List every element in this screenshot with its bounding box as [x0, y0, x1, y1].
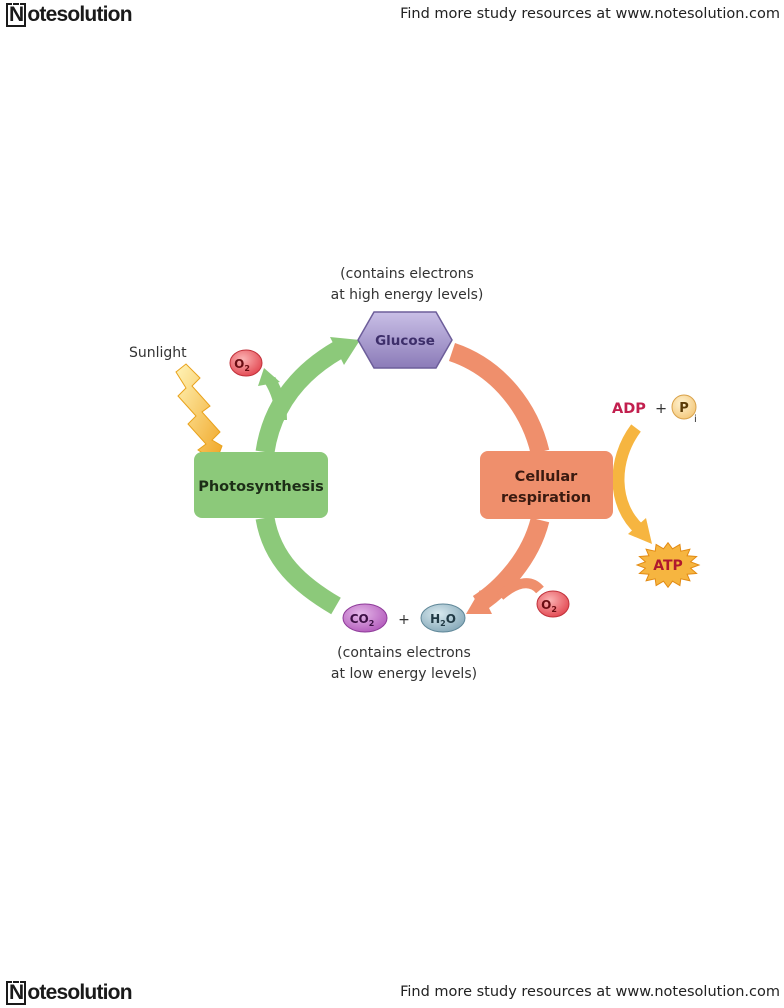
- atp-label: ATP: [653, 558, 683, 574]
- o2-bottom-o: O: [541, 598, 551, 612]
- h2o-h: H: [430, 612, 440, 626]
- low-energy-note-line1: (contains electrons: [337, 645, 471, 661]
- cellular-respiration-box: Cellular respiration: [480, 451, 613, 519]
- logo-text-footer: otesolution: [27, 981, 131, 1004]
- h2o-o: O: [446, 612, 456, 626]
- glucose-note-line1: (contains electrons: [340, 266, 474, 282]
- low-energy-note-line2: at low energy levels): [331, 666, 477, 682]
- o2-bottom-sub: 2: [551, 605, 557, 614]
- respiration-label: respiration: [501, 490, 591, 506]
- oxygen-molecule-top: O2: [230, 350, 262, 376]
- glucose-molecule: Glucose: [358, 312, 452, 368]
- adp-label: ADP: [612, 401, 646, 417]
- glucose-note-line2: at high energy levels): [331, 287, 484, 303]
- co2-sub: 2: [369, 619, 375, 628]
- phosphate-molecule: P i: [672, 395, 697, 425]
- phosphate-p: P: [679, 401, 689, 416]
- o2-top-o: O: [234, 357, 244, 371]
- atp-burst: ATP: [637, 543, 699, 588]
- oxygen-molecule-bottom: O2: [537, 591, 569, 617]
- co2-h2o-plus: +: [398, 612, 410, 628]
- co2-c: CO: [350, 612, 369, 626]
- photosynthesis-label: Photosynthesis: [198, 479, 324, 495]
- adp-plus: +: [655, 401, 667, 417]
- water-molecule: H2O: [421, 604, 465, 632]
- cellular-label: Cellular: [515, 469, 578, 485]
- o2-top-sub: 2: [244, 364, 250, 373]
- carbon-dioxide-molecule: CO2: [343, 604, 387, 632]
- glucose-label: Glucose: [375, 333, 435, 349]
- study-resources-link-footer[interactable]: Find more study resources at www.notesol…: [400, 984, 780, 1000]
- photosynthesis-box: Photosynthesis: [194, 452, 328, 518]
- sunlight-ray-icon: [176, 364, 222, 462]
- sunlight-label: Sunlight: [129, 345, 187, 361]
- atp-production-arrow: [618, 428, 652, 544]
- phosphate-sub: i: [694, 414, 697, 425]
